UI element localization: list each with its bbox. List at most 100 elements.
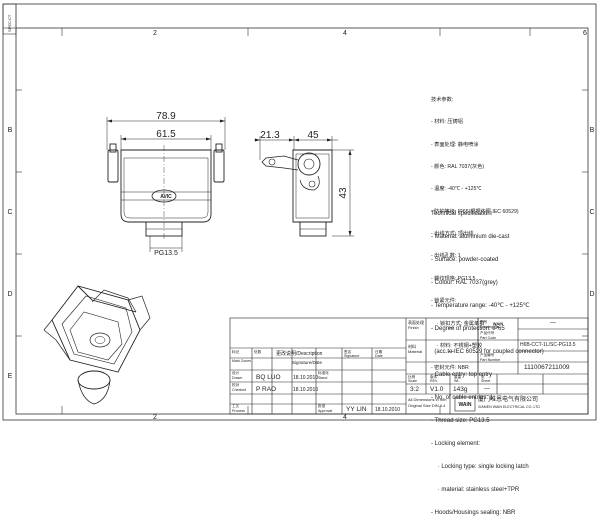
finish-value: — bbox=[448, 325, 454, 331]
spec-cn-line: - 螺纹规格: PG13.5 bbox=[431, 275, 476, 282]
mark-zones-header: Mark Zones bbox=[232, 359, 251, 364]
stand-label-cn: 标准化 bbox=[318, 371, 329, 375]
spec-en-line: (acc.to IEC 60529 for coupled connector) bbox=[431, 349, 544, 356]
weight-value: 143g bbox=[453, 386, 468, 393]
scale-value: 3:2 bbox=[410, 386, 420, 393]
spec-en-line: - Hoods/Housings sealing: NBR bbox=[431, 509, 516, 516]
rev-label-en: REV. bbox=[430, 379, 439, 384]
signature-label-en: Signature bbox=[344, 354, 360, 358]
spec-en-line: · material: stainless steel+TPR bbox=[431, 486, 520, 493]
company-logo: WAIN bbox=[458, 402, 471, 408]
dim-height: 43 bbox=[338, 187, 349, 199]
material-value: — bbox=[448, 349, 454, 355]
stand-label-en: Stand bbox=[318, 375, 328, 380]
drawing-canvas: SPEC:CT 2 4 6 2 4 B C D E B C D bbox=[2, 3, 597, 421]
rev-label-cn: 版本 bbox=[430, 375, 438, 379]
brand-mark: AVIC bbox=[160, 194, 172, 200]
scale-label-cn: 比例 bbox=[408, 375, 416, 379]
stand-label: 标准化 Stand bbox=[318, 371, 329, 380]
process-label-en: Process bbox=[232, 408, 245, 413]
checked-name: P RAO bbox=[256, 386, 277, 393]
weight-label-cn: 重量 bbox=[454, 375, 462, 379]
drawing-no-value: — bbox=[550, 320, 556, 326]
original-size-note: Original Size DIN A 4 bbox=[408, 403, 446, 408]
checked-label: 校对 Checked bbox=[232, 383, 246, 392]
spec-list-chinese: 技术参数: - 材料: 压铸铝 - 表面处理: 静电喷涂 - 颜色: RAL 7… bbox=[431, 82, 519, 380]
drawn-label-cn: 设计 bbox=[232, 371, 240, 375]
spec-en-line: - Material: aluminium die-cast bbox=[431, 234, 510, 241]
weight-label: 重量 Wt. bbox=[454, 375, 461, 383]
spec-en-line: Technical specification: bbox=[431, 211, 493, 218]
date-label-en: Date bbox=[375, 354, 383, 358]
sheet-label-en: Sheet bbox=[481, 379, 491, 384]
spec-en-line: - Colour: RAL 7037(grey) bbox=[431, 280, 498, 287]
zone-letter-b-right: B bbox=[590, 127, 595, 134]
isometric-view bbox=[43, 285, 151, 405]
approval-label-cn: 批准 bbox=[318, 404, 326, 408]
approval-label: 批准 Approval bbox=[318, 404, 332, 413]
drawing-sheet: SPEC:CT 2 4 6 2 4 B C D E B C D bbox=[2, 3, 597, 516]
drawn-name: BQ LUO bbox=[256, 374, 281, 381]
zone-number-4: 4 bbox=[343, 30, 347, 37]
zone-number-2-bottom: 2 bbox=[153, 414, 157, 421]
dims-note-block: All Dimensions in mm Original Size DIN A… bbox=[408, 397, 446, 409]
spec-cn-line: - 表面处理: 静电喷涂 bbox=[431, 141, 479, 148]
sig-header: Signature bbox=[292, 360, 312, 365]
front-view bbox=[106, 117, 226, 252]
material-label-en: Material bbox=[408, 349, 423, 354]
spec-en-line: - Surface: powder-coated bbox=[431, 257, 499, 264]
spec-cn-line: - 温度: -40℃ - +125℃ bbox=[431, 186, 482, 193]
zone-number-4-bottom: 4 bbox=[343, 414, 347, 421]
drawing-no-label-cn: 图号 bbox=[480, 320, 488, 324]
company-name-cn: 厦门唯恩电气有限公司 bbox=[478, 397, 539, 403]
checked-date: 18.10.2010 bbox=[293, 387, 319, 393]
mark-label-cn: 标记 bbox=[232, 350, 240, 354]
change-label-en: Description bbox=[297, 351, 323, 357]
finish-label: 表面处理 Finish bbox=[408, 320, 424, 330]
finish-label-en: Finish bbox=[408, 325, 419, 330]
spec-en-line: - Degree of protection: IP65 bbox=[431, 326, 505, 333]
date-header: Date bbox=[312, 360, 323, 365]
drawn-label: 设计 Drawn bbox=[232, 371, 242, 380]
spec-en-line: · Locking type: single locking latch bbox=[431, 463, 529, 470]
spec-cn-line: - 颜色: RAL 7037(灰色) bbox=[431, 163, 485, 170]
zone-letter-e: E bbox=[8, 373, 13, 380]
spec-cn-line: - 出线方式: 顶出线 bbox=[431, 231, 474, 238]
sheet-label-cn: 张 bbox=[481, 375, 485, 379]
checked-label-cn: 校对 bbox=[232, 383, 240, 387]
part-number-label: 产品编号 Part Number bbox=[480, 353, 500, 362]
spec-cn-line: - 材料: 压铸铝 bbox=[431, 119, 463, 126]
part-number-label-cn: 产品编号 bbox=[480, 353, 495, 357]
date-label-cn: 日期 bbox=[375, 350, 383, 354]
spec-cn-line: - 密封元件: NBR bbox=[431, 365, 469, 372]
part-code-label: 产品代号 Part Code bbox=[480, 331, 496, 340]
scale-label: 比例 Scale bbox=[408, 375, 417, 383]
checked-label-en: Checked bbox=[232, 387, 247, 392]
signature-date-header: Signature/Date bbox=[292, 360, 323, 365]
spec-en-line: - Locking element: bbox=[431, 441, 481, 447]
zone-letter-c-right: C bbox=[589, 209, 594, 216]
material-label: 材料 Material bbox=[408, 344, 422, 354]
spec-en-line: - Temperature range: -40℃ - +125℃ bbox=[431, 303, 530, 310]
signature-label-cn: 签名 bbox=[344, 350, 352, 354]
title-block-grid bbox=[229, 317, 589, 415]
process-label-cn: 工艺 bbox=[232, 404, 240, 408]
material-label-cn: 材料 bbox=[408, 344, 416, 349]
part-code-value: H6B-CCT-1L/SC-PG13.5 bbox=[520, 342, 576, 348]
side-view bbox=[254, 136, 354, 237]
finish-label-cn: 表面处理 bbox=[408, 320, 424, 325]
mark-label-en: Mark bbox=[232, 359, 240, 363]
dim-overall-width: 78.9 bbox=[156, 111, 176, 122]
thread-label-front: PG13.5 bbox=[154, 250, 178, 257]
weight-label-en: Wt. bbox=[454, 379, 460, 384]
drawn-date: 18.10.2010 bbox=[293, 375, 319, 381]
drawing-no-label: 图号 Drawing No. bbox=[480, 320, 500, 329]
spec-cn-line: - 锁紧元件: bbox=[431, 298, 457, 305]
company-name-en: XIAMEN WAIN ELECTRICAL CO.,LTD bbox=[478, 405, 540, 409]
approval-name: YY LIN bbox=[346, 406, 367, 413]
approval-date: 18.10.2010 bbox=[375, 407, 401, 413]
mark-label: 标记 bbox=[232, 350, 239, 354]
spec-cn-line: - 出线孔数: 1 bbox=[431, 253, 461, 260]
rev-value: V1.0 bbox=[430, 386, 444, 393]
part-number-label-en: Part Number bbox=[480, 357, 501, 362]
